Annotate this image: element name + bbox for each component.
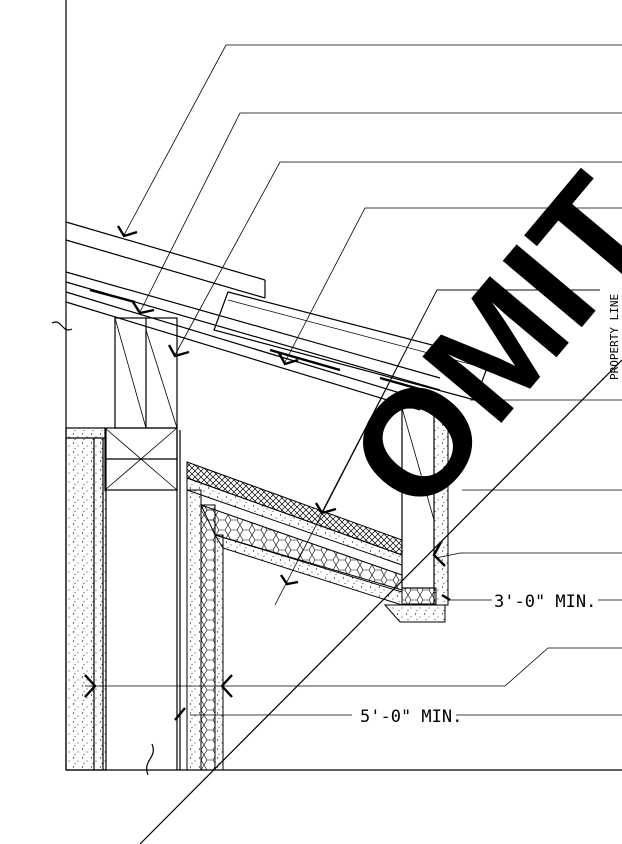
dimension-lines [190, 599, 622, 716]
wall-dimension-text: 5'-0" MIN. [360, 707, 462, 727]
main-wall [176, 430, 224, 771]
overhang-dimension-text: 3'-0" MIN. [494, 592, 596, 612]
diagonal-line [139, 359, 622, 844]
break-lines [51, 321, 154, 776]
roof-assembly [65, 221, 491, 411]
callout-leaders [85, 44, 622, 687]
omit-watermark: OMIT [316, 145, 622, 540]
soffit-assembly [186, 411, 449, 623]
left-wall [65, 427, 107, 771]
property-line-note: PROPERTY LINE [608, 294, 621, 380]
